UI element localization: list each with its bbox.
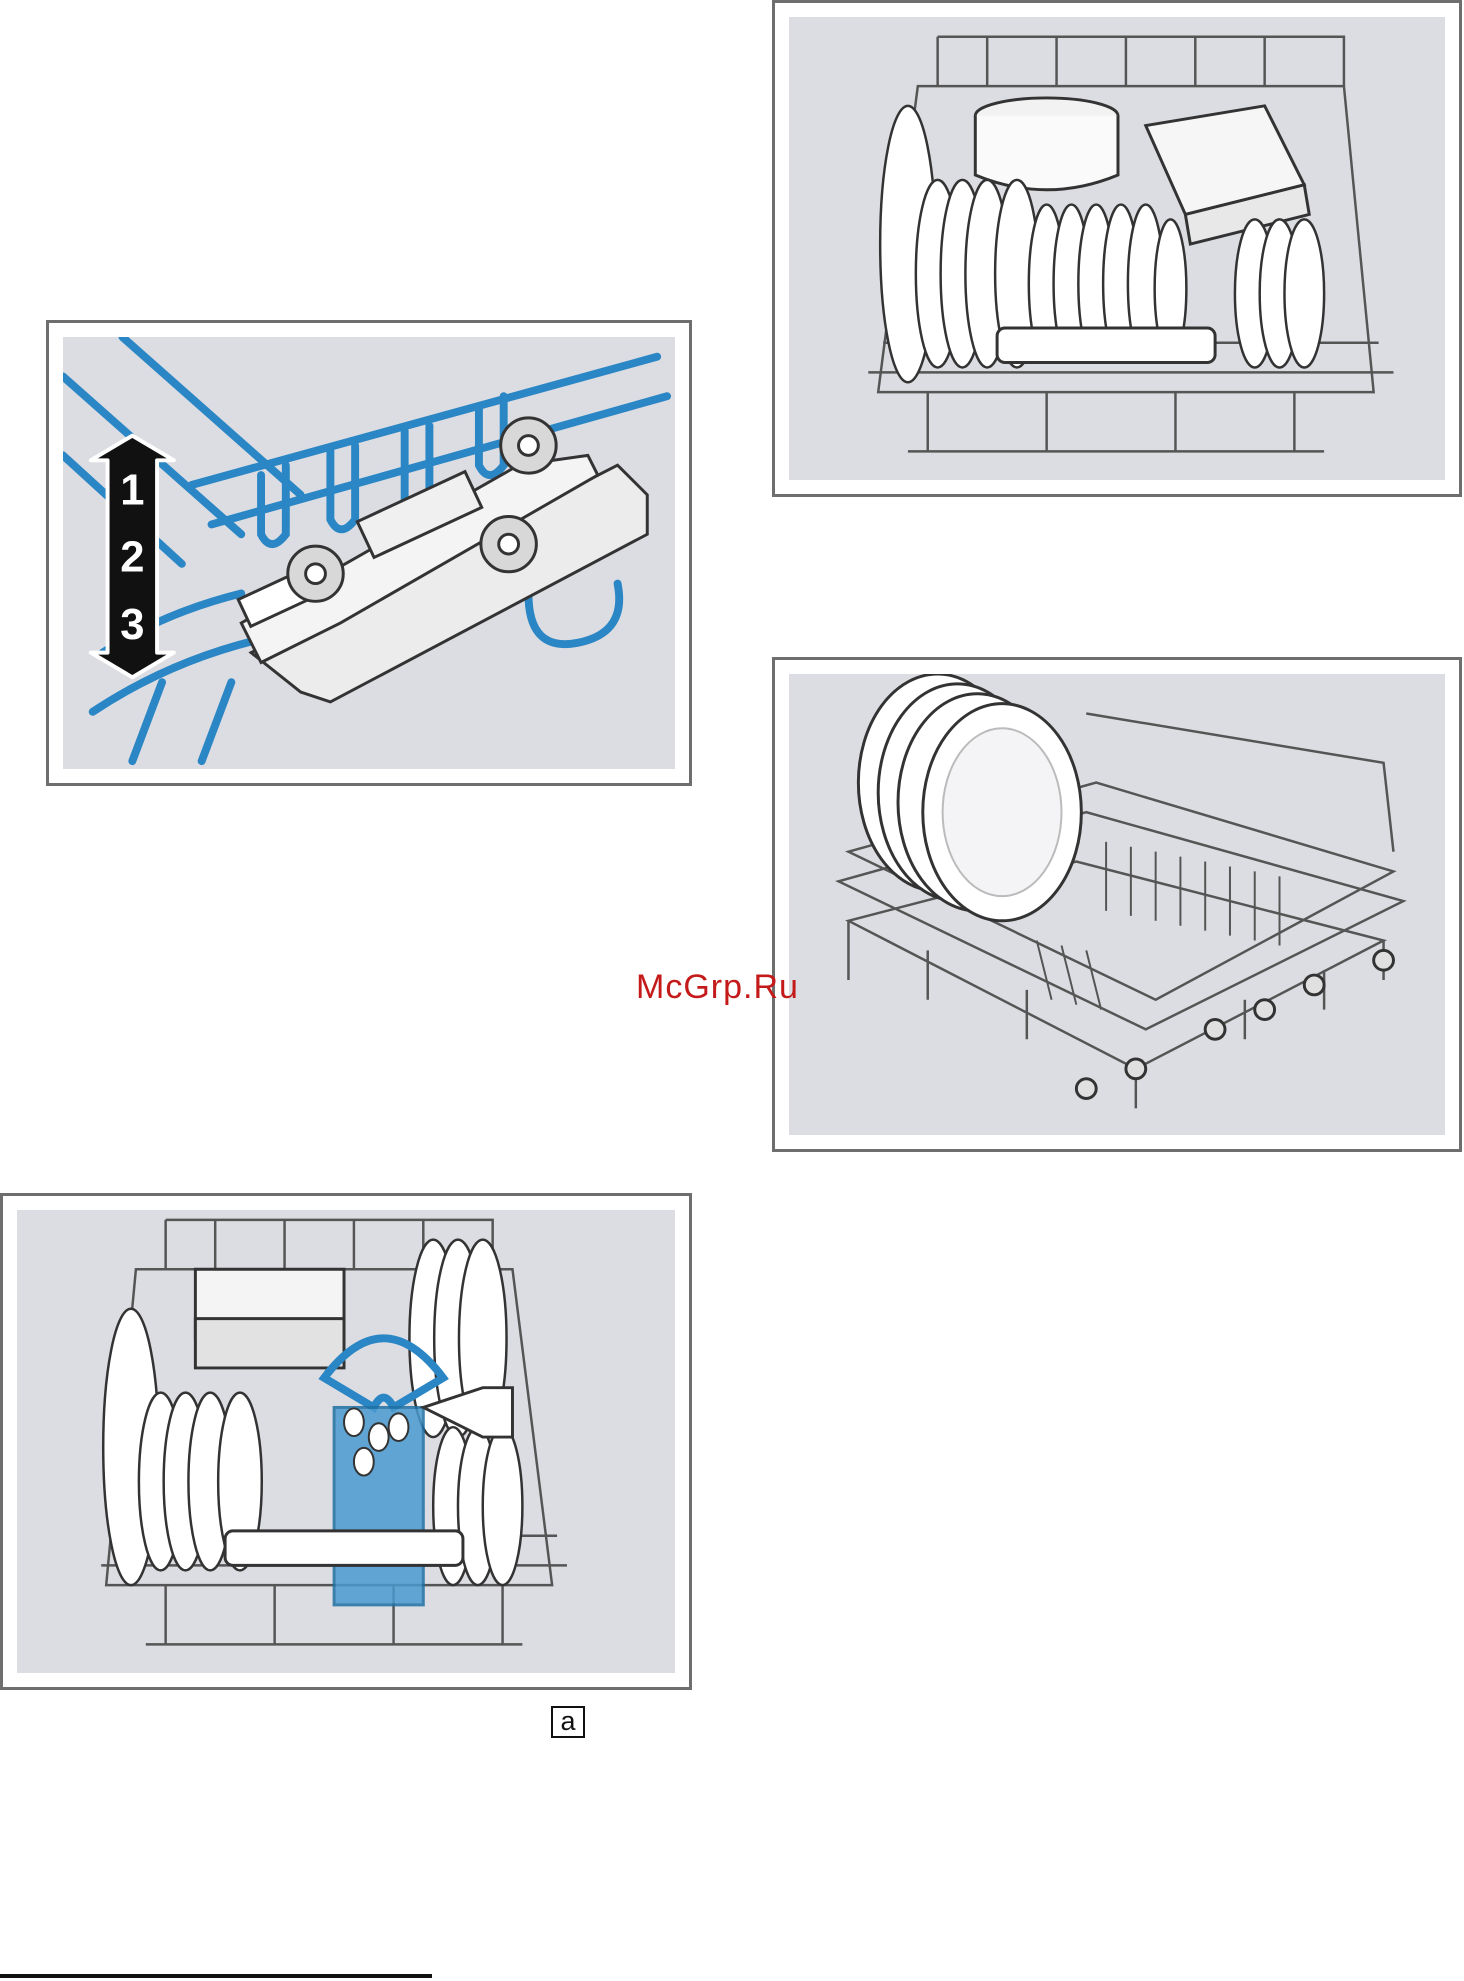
height-adjust-arrow: 1 2 3 [91,436,174,678]
rack-handle [225,1531,463,1566]
pot [975,98,1118,190]
upper-rack-loading-figure [772,0,1462,497]
rack-handle [997,328,1215,363]
height-step-2: 2 [120,534,144,582]
height-step-1: 1 [120,467,144,515]
upper-rack-illustration [789,17,1445,480]
footer-rule [0,1974,432,1978]
watermark: McGrp.Ru [636,968,799,1007]
large-plates [858,674,1081,921]
cutlery-basket-illustration [17,1210,675,1673]
rack-height-adjust-illustration: 1 2 3 [63,337,675,769]
callout-label-a: a [551,1706,585,1738]
rack-height-adjust-figure: 1 2 3 [46,320,692,786]
height-step-3: 3 [120,601,144,649]
rack-wheels [1076,950,1393,1098]
serving-bowl [195,1269,344,1368]
lower-rack-illustration [789,674,1445,1135]
lower-rack-loading-figure [772,657,1462,1152]
cutlery-basket-loading-figure [0,1193,692,1690]
